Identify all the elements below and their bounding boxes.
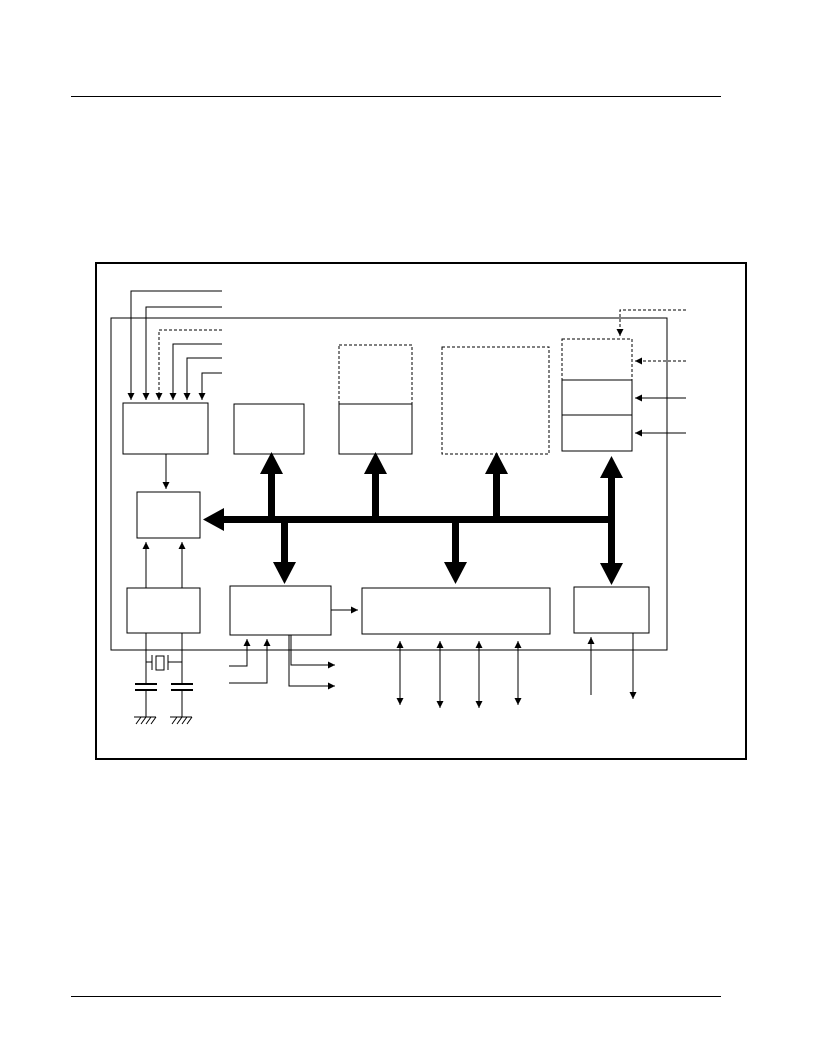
memory-block-c-optional <box>441 346 550 455</box>
ground-symbol-right <box>170 716 193 725</box>
memory-block-a <box>233 403 305 455</box>
right-input-lines <box>616 309 686 437</box>
chip-boundary <box>110 317 668 651</box>
memory-block-b <box>338 403 413 455</box>
serial-block <box>573 586 650 634</box>
io-port-pins <box>396 641 522 708</box>
outer-frame <box>95 262 747 760</box>
right-block-lower <box>561 414 633 452</box>
internal-bus <box>203 452 623 585</box>
header-rule <box>71 96 721 97</box>
io-port-block <box>361 587 551 635</box>
right-block-upper <box>561 379 633 416</box>
crystal-circuit <box>135 633 193 717</box>
ground-symbol-left <box>134 716 157 725</box>
clock-to-cpu-arrows <box>142 542 186 588</box>
control-input-lines <box>127 290 222 400</box>
control-block <box>122 402 209 455</box>
cpu-block <box>136 491 201 539</box>
timer-external-lines <box>229 635 335 690</box>
footer-rule <box>71 996 721 997</box>
timer-block <box>229 585 332 636</box>
right-block-optional <box>561 338 633 381</box>
clock-block <box>126 587 201 634</box>
memory-block-b-optional <box>338 344 413 405</box>
serial-lines <box>587 633 637 699</box>
